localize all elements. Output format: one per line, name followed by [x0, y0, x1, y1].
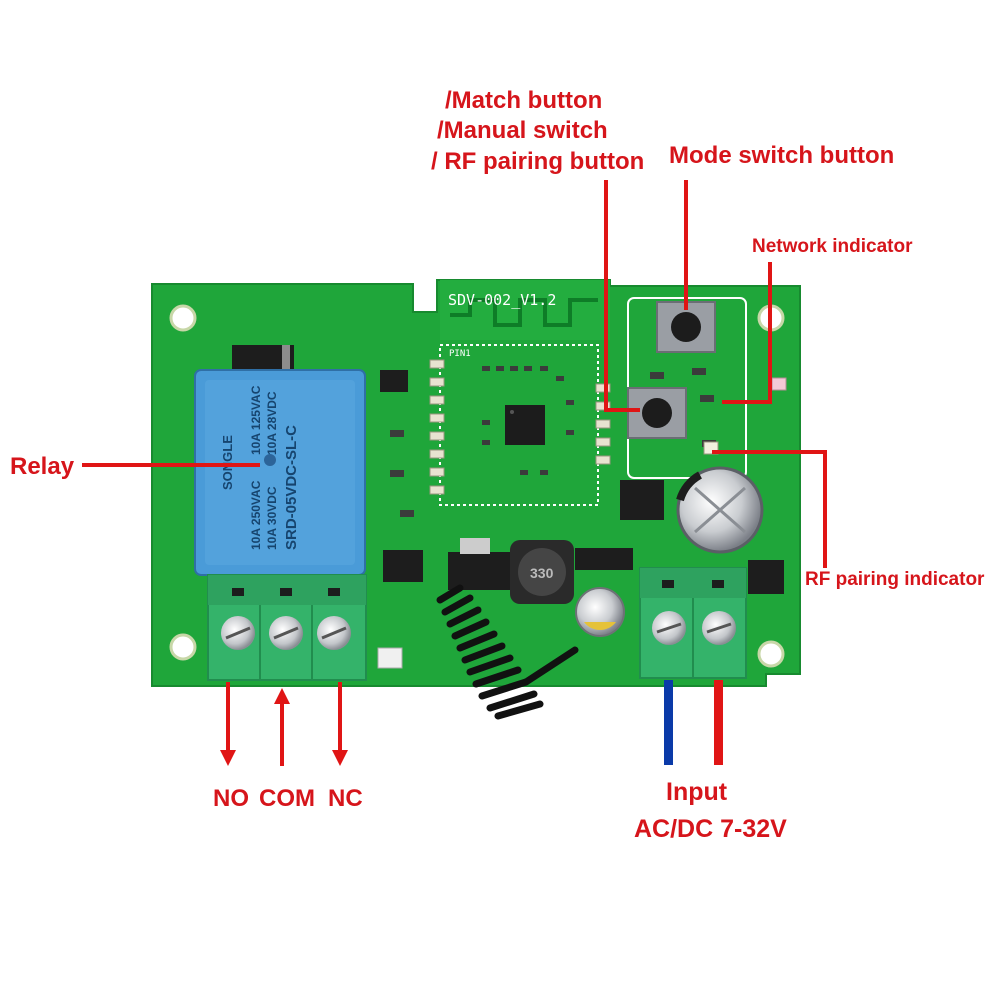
relay-label: Relay	[10, 453, 75, 480]
mounting-hole	[169, 304, 197, 332]
match-button[interactable]	[627, 387, 687, 439]
mode-switch-label: Mode switch button	[669, 142, 894, 169]
antenna-coil	[436, 584, 579, 720]
terminal-no-label: NO	[213, 785, 249, 812]
voltage-regulator	[448, 552, 510, 590]
board-model-text: SDV-002_V1.2	[448, 291, 556, 309]
relay-terminal-block	[207, 574, 367, 681]
relay-brand-text: SONGLE	[220, 435, 235, 490]
pcb-antenna-trace	[450, 298, 598, 327]
network-indicator-callout	[722, 262, 772, 404]
match-label-line1: /Match button	[445, 87, 602, 114]
ic-8pin	[383, 480, 664, 582]
diode-band	[282, 345, 290, 369]
input-terminal-block	[639, 567, 747, 679]
large-capacitor	[676, 466, 764, 554]
rf-module-outline	[439, 344, 599, 506]
smd-diode	[575, 548, 633, 570]
terminal-com-label: COM	[259, 785, 315, 812]
input-label-line2: AC/DC 7-32V	[634, 815, 787, 843]
smd-regulator-right	[748, 560, 784, 594]
mounting-hole	[757, 640, 785, 668]
regulator-tab	[460, 538, 490, 554]
pin-label-text: PIN1	[449, 349, 471, 359]
callout-lines	[82, 180, 827, 766]
match-label-line2: /Manual switch	[437, 117, 608, 144]
relay-rating-dc-2: 10A 28VDC	[265, 391, 279, 455]
inductor-code: 330	[530, 565, 554, 581]
terminal-nc-label: NC	[328, 785, 363, 812]
relay-model-text: SRD-05VDC-SL-C	[283, 425, 300, 550]
input-wire-negative	[664, 680, 673, 765]
relay-marker-dot	[264, 454, 276, 466]
relay-rating-ac-1: 10A 250VAC	[249, 480, 263, 550]
inductor: 330	[510, 540, 574, 604]
rf-chip	[505, 405, 545, 445]
smd-components	[390, 366, 716, 517]
rf-pairing-indicator-label: RF pairing indicator	[805, 569, 985, 590]
match-label-line3: / RF pairing button	[431, 148, 644, 175]
small-capacitor	[575, 587, 625, 637]
relay-rating-ac-2: 10A 125VAC	[249, 385, 263, 455]
rf-module-pads	[429, 359, 611, 495]
rf-pairing-indicator-callout	[712, 450, 827, 568]
network-indicator-label: Network indicator	[752, 236, 913, 257]
input-label-line1: Input	[666, 778, 728, 806]
relay: SONGLE 10A 250VAC 10A 125VAC 10A 30VDC 1…	[194, 369, 366, 576]
pcb-antenna-area	[440, 280, 610, 340]
smd-transistor	[380, 370, 408, 392]
input-wire-positive	[714, 680, 723, 765]
crystal	[377, 647, 403, 669]
mounting-hole	[169, 633, 197, 661]
relay-rating-dc-1: 10A 30VDC	[265, 486, 279, 550]
network-indicator-led	[771, 377, 787, 391]
match-button-callout	[604, 180, 640, 412]
